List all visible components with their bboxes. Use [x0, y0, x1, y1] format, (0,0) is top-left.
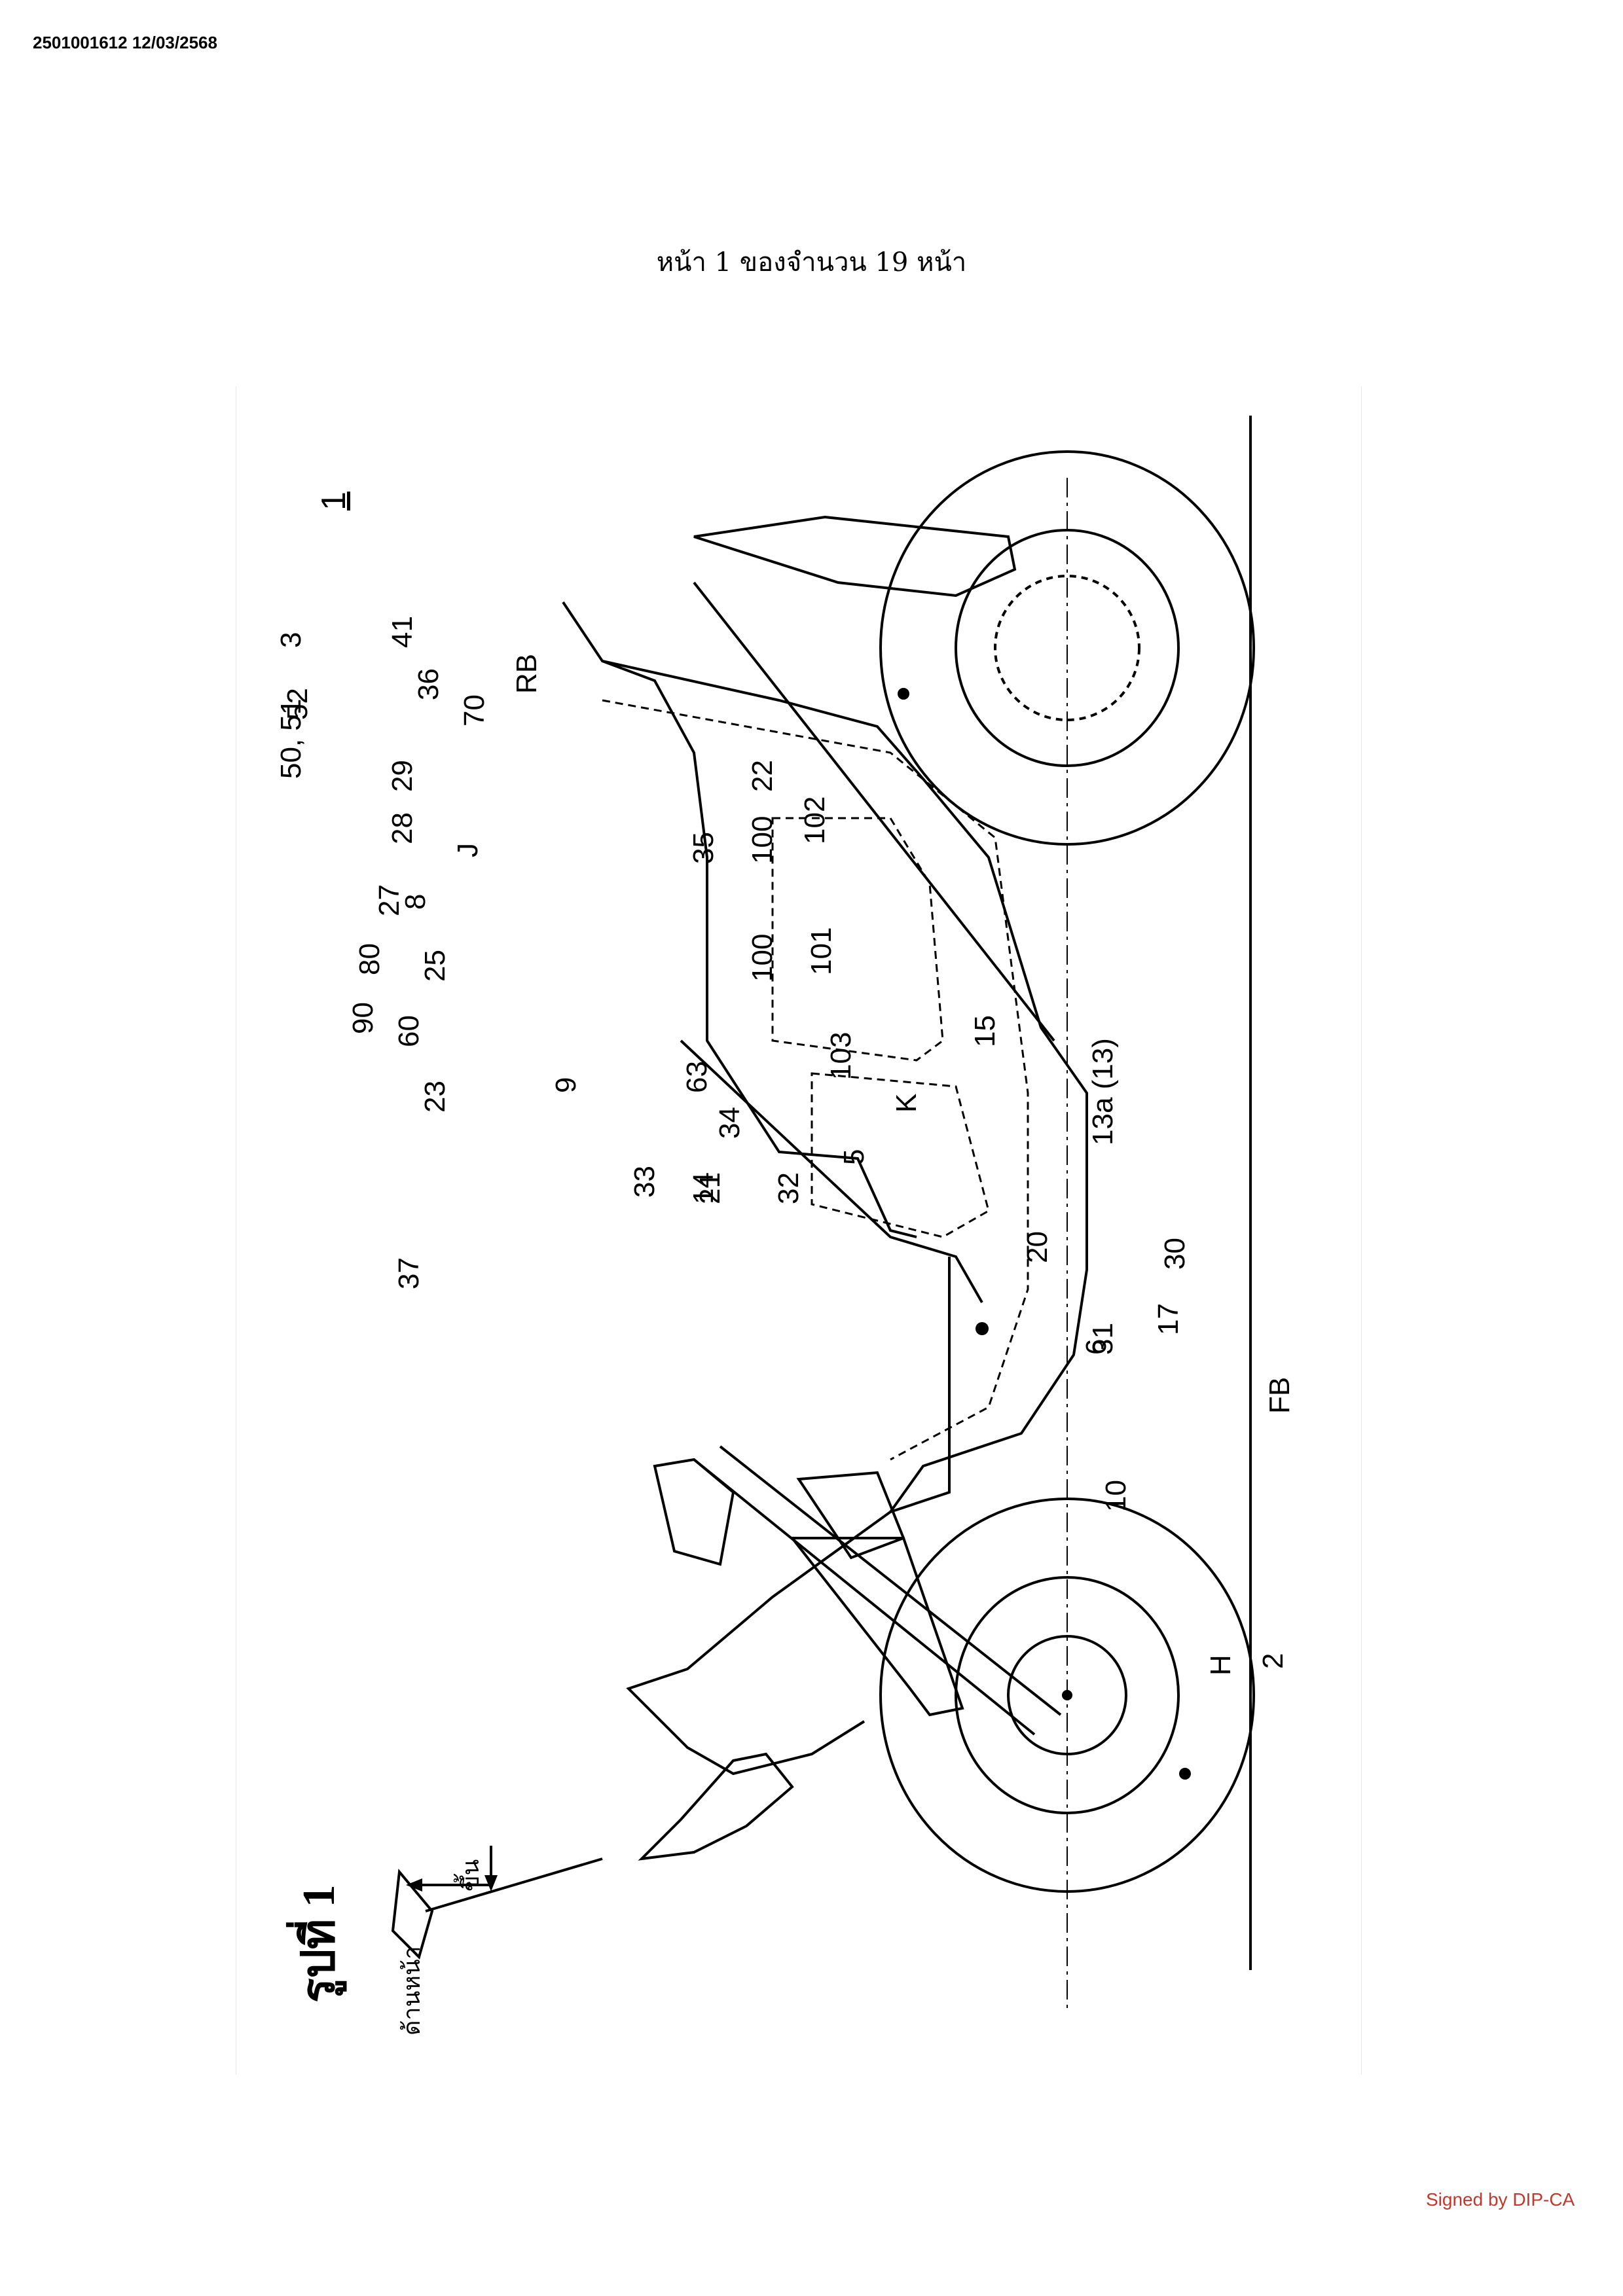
reference-label: 20 — [1021, 1231, 1053, 1263]
scooter-drawing: 1 — [236, 386, 1362, 2075]
reference-label: 101 — [805, 927, 837, 975]
reference-label: 36 — [412, 668, 445, 700]
reference-label: 17 — [1152, 1303, 1184, 1335]
reference-label: 100 — [746, 816, 778, 864]
patent-drawing: 1 รูปที่ 1 1 ขึ้น ด้านหน้า RB36413527050… — [236, 386, 1362, 2075]
reference-label: 100 — [746, 933, 778, 982]
reference-label: 37 — [393, 1257, 425, 1289]
reference-label: 29 — [386, 760, 418, 792]
reference-label: 3 — [275, 632, 307, 648]
reference-label: 10 — [1100, 1480, 1132, 1512]
reference-label: 5 — [838, 1149, 870, 1165]
reference-label: 90 — [347, 1002, 379, 1034]
reference-label: 21 — [694, 1172, 726, 1204]
reference-label: 33 — [629, 1166, 661, 1198]
page-count: หน้า 1 ของจำนวน 19 หน้า — [656, 247, 967, 278]
reference-label: 50, 51 — [275, 698, 307, 779]
digital-signature: Signed by DIP-CA — [1426, 2189, 1575, 2210]
reference-label: FB — [1264, 1376, 1296, 1414]
reference-label: 15 — [969, 1015, 1001, 1047]
reference-label: 9 — [550, 1077, 582, 1093]
reference-label: J — [452, 843, 484, 857]
reference-label: 22 — [746, 760, 778, 792]
reference-label: 102 — [799, 796, 831, 844]
reference-label: 60 — [393, 1015, 425, 1047]
reference-label: 41 — [386, 616, 418, 648]
reference-label: RB — [511, 653, 543, 694]
reference-label: 34 — [714, 1107, 746, 1139]
reference-label: 28 — [386, 812, 418, 844]
reference-label: 30 — [1159, 1238, 1191, 1270]
reference-label: 103 — [825, 1031, 857, 1080]
reference-label: 23 — [419, 1081, 451, 1113]
reference-label: K — [890, 1093, 922, 1113]
reference-label: 13a (13) — [1087, 1038, 1119, 1145]
reference-label: 80 — [354, 943, 386, 975]
document-id-date: 2501001612 12/03/2568 — [33, 33, 217, 52]
reference-label: 2 — [1257, 1653, 1289, 1669]
reference-label: 31 — [1087, 1323, 1119, 1355]
reference-label: 70 — [458, 694, 490, 726]
direction-arrows — [406, 1846, 498, 1892]
reference-label: 27 — [373, 884, 405, 916]
reference-label: 35 — [687, 832, 720, 864]
reference-label: 25 — [419, 950, 451, 982]
reference-label: 63 — [681, 1061, 713, 1093]
reference-label: 32 — [773, 1172, 805, 1204]
reference-label: H — [1205, 1655, 1237, 1676]
